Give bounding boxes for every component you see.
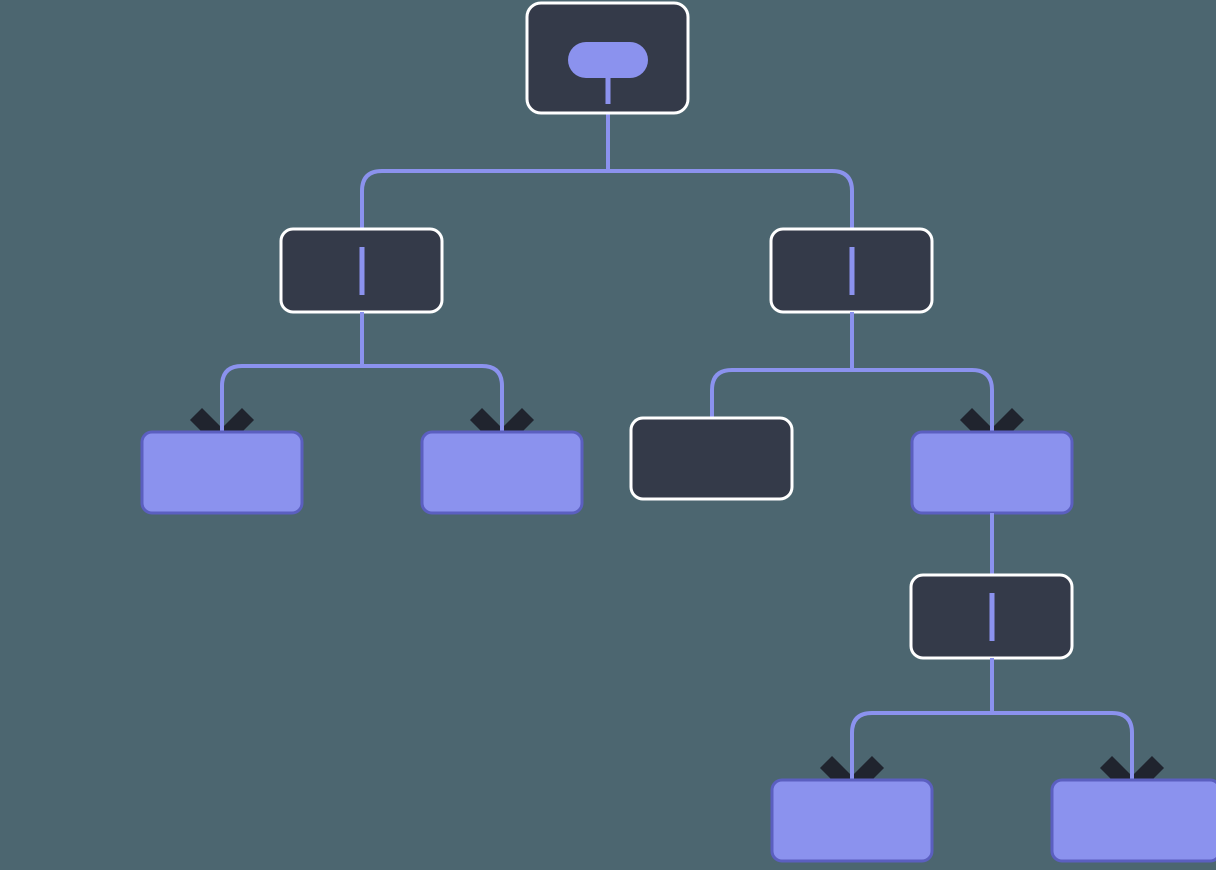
node-leaf-4[interactable] (770, 778, 934, 863)
node-root-pill (568, 42, 648, 78)
edge-n2-n6 (852, 368, 994, 440)
edge-n2-n5 (710, 368, 852, 418)
edge-n0-n1 (360, 169, 608, 229)
node-left-branch[interactable] (279, 227, 444, 314)
edge-layer-row5 (850, 658, 1134, 788)
node-leaf-4-box[interactable] (770, 778, 934, 863)
node-root[interactable] (525, 1, 690, 115)
node-leaf-2-box[interactable] (420, 430, 584, 515)
node-leaf-5[interactable] (1050, 778, 1216, 863)
edge-n1-n3 (220, 364, 362, 440)
edge-n1-n4 (362, 364, 504, 440)
node-leaf-1[interactable] (140, 430, 304, 515)
node-sub-branch[interactable] (909, 573, 1074, 660)
edge-n0-n2 (608, 169, 854, 229)
node-leaf-1-box[interactable] (140, 430, 304, 515)
edge-n7-n8 (850, 711, 992, 788)
node-empty-dark-box[interactable] (629, 416, 794, 501)
edge-layer-row3 (220, 312, 994, 440)
edge-overlay-row3 (220, 390, 994, 442)
node-leaf-3[interactable] (910, 430, 1074, 515)
node-empty-dark[interactable] (629, 416, 794, 501)
node-leaf-3-box[interactable] (910, 430, 1074, 515)
arrowhead-layer-row3 (189, 407, 1025, 453)
node-leaf-5-box[interactable] (1050, 778, 1216, 863)
node-leaf-2[interactable] (420, 430, 584, 515)
edge-n7-n9 (992, 711, 1134, 788)
node-right-branch[interactable] (769, 227, 934, 314)
